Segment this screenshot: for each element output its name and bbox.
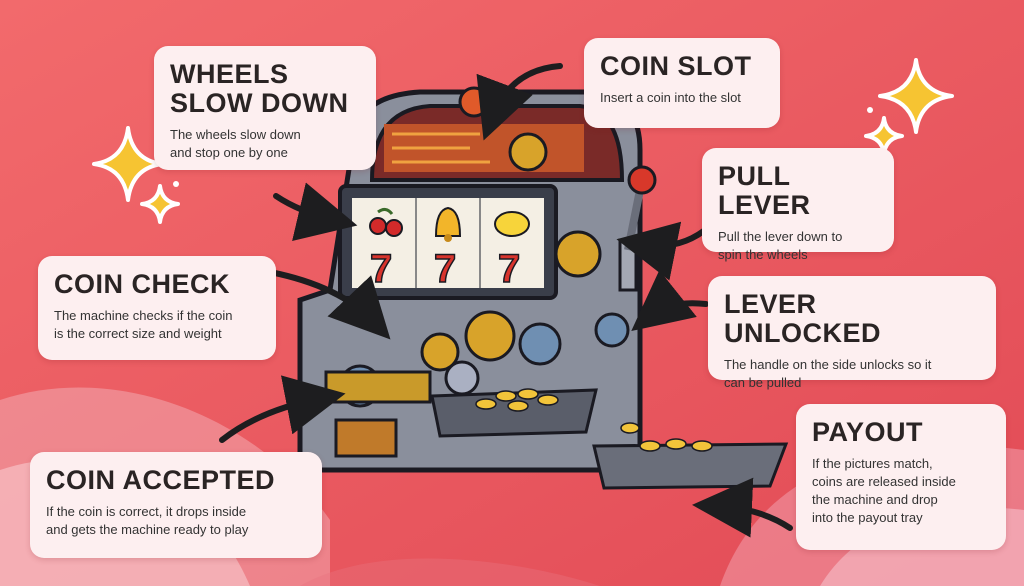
arrow-payout	[692, 477, 793, 538]
step-title: PULL LEVER	[718, 161, 811, 220]
lemon-icon	[494, 211, 530, 237]
step-lever-unlocked: LEVER UNLOCKED The handle on the side un…	[708, 276, 996, 390]
cherry-icon	[369, 207, 403, 237]
step-coin-accepted: COIN ACCEPTED If the coin is correct, it…	[30, 452, 322, 558]
step-description: Insert a coin into the slot	[600, 90, 741, 105]
arrow-coin-accepted	[219, 375, 346, 443]
step-coin-slot: COIN SLOT Insert a coin into the slot	[584, 38, 780, 128]
arrow-pull-lever	[616, 221, 713, 281]
step-title: LEVER UNLOCKED	[724, 289, 881, 348]
step-title: COIN ACCEPTED	[46, 465, 276, 495]
coin-icon	[475, 388, 559, 412]
arrow-coin-slot	[476, 63, 563, 141]
step-coin-check: COIN CHECK The machine checks if the coi…	[38, 256, 276, 360]
svg-text:7: 7	[498, 247, 520, 291]
arrow-coin-check	[267, 269, 391, 340]
bell-icon	[434, 206, 462, 242]
step-title: COIN CHECK	[54, 269, 231, 299]
step-title: PAYOUT	[812, 417, 924, 447]
arrow-lever-unlocked	[631, 270, 709, 331]
arrow-wheels	[273, 182, 358, 241]
sparkle-icon	[92, 58, 954, 224]
step-title: COIN SLOT	[600, 51, 752, 81]
svg-text:7: 7	[434, 247, 456, 291]
step-payout: PAYOUT If the pictures match,coins are r…	[796, 404, 1006, 550]
step-description: If the pictures match,coins are released…	[812, 456, 956, 525]
